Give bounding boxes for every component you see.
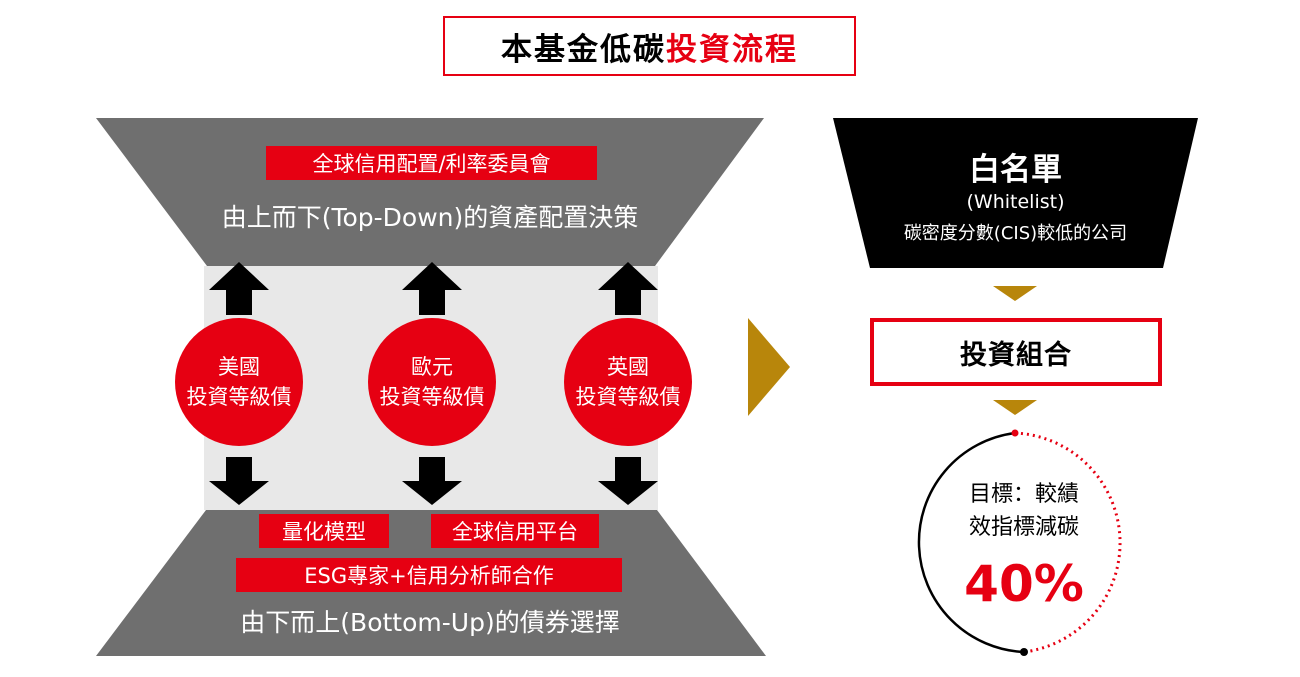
whitelist-description: 碳密度分數(CIS)較低的公司 [903, 223, 1128, 244]
portfolio-box: 投資組合 [870, 318, 1162, 386]
whitelist-text-group: 白名單 (Whitelist) 碳密度分數(CIS)較低的公司 [833, 144, 1198, 245]
goal-ring-start-dot [1011, 429, 1019, 437]
up-arrow-3 [598, 262, 658, 315]
quant-model-label: 量化模型 [259, 514, 389, 548]
bottom-up-text: 由下而上(Bottom-Up)的債券選擇 [240, 608, 620, 637]
goal-ring-solid [917, 431, 1025, 654]
top-down-text: 由上而下(Top-Down)的資產配置決策 [221, 203, 639, 232]
circle-line-2: 投資等級債 [575, 385, 681, 409]
goal-text: 目標：較績 效指標減碳 [910, 478, 1138, 544]
circle-line-1: 歐元 [411, 355, 453, 379]
title-part-1: 本基金低碳 [501, 31, 666, 68]
flow-down-arrow-2 [993, 400, 1037, 415]
whitelist-shape [833, 118, 1198, 268]
committee-label: 全球信用配置/利率委員會 [266, 146, 597, 180]
goal-line-1: 目標：較績 [968, 482, 1079, 507]
whitelist-subtitle: (Whitelist) [966, 191, 1065, 213]
flow-right-arrow [748, 318, 790, 416]
goal-ring-end-dot [1020, 648, 1028, 656]
circle-line-1: 英國 [607, 355, 649, 379]
down-arrow-1 [209, 457, 269, 505]
down-arrow-2 [402, 457, 462, 505]
flow-down-arrow-1 [993, 286, 1037, 301]
esg-cooperation-label: ESG專家+信用分析師合作 [236, 558, 622, 592]
global-credit-platform-label: 全球信用平台 [431, 514, 599, 548]
diagram-title: 本基金低碳投資流程 [443, 16, 856, 76]
euro-ig-bond-circle: 歐元 投資等級債 [368, 318, 496, 446]
circle-line-2: 投資等級債 [379, 385, 485, 409]
circle-line-1: 美國 [218, 355, 260, 379]
up-arrow-2 [402, 262, 462, 315]
us-ig-bond-circle: 美國 投資等級債 [175, 318, 303, 446]
up-arrow-1 [209, 262, 269, 315]
title-part-2: 投資流程 [666, 31, 798, 68]
goal-percent: 40% [964, 555, 1084, 613]
uk-ig-bond-circle: 英國 投資等級債 [564, 318, 692, 446]
goal-line-2: 效指標減碳 [968, 515, 1079, 540]
whitelist-title: 白名單 [969, 152, 1062, 188]
top-funnel [96, 118, 764, 266]
goal-ring-dotted [1014, 431, 1122, 654]
down-arrow-3 [598, 457, 658, 505]
circle-line-2: 投資等級債 [186, 385, 292, 409]
